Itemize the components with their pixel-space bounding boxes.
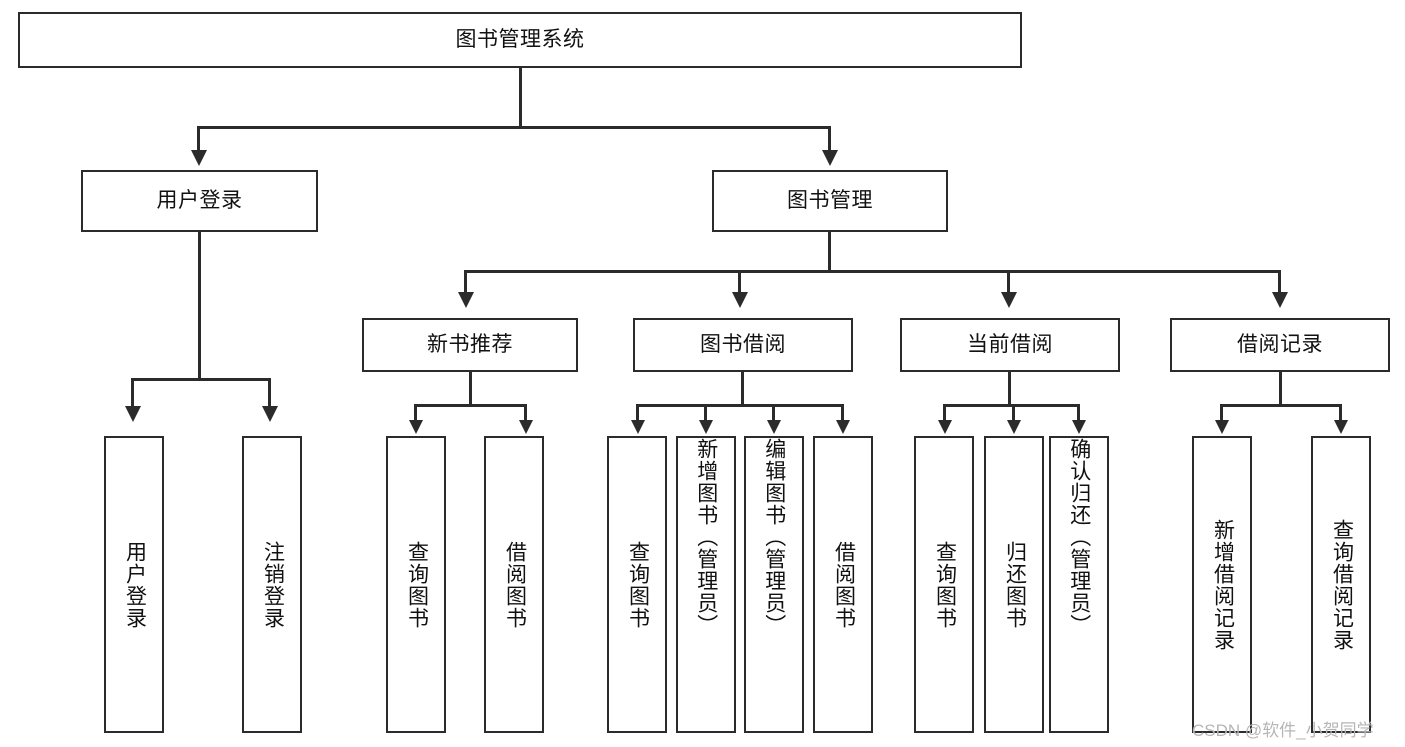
- connector-user-login-drop-1: [131, 378, 134, 406]
- leaf-logout[interactable]: 注销登录: [242, 436, 302, 733]
- connector-cb-bus: [943, 404, 1080, 407]
- arrowhead-cb-leaf-3: [1072, 420, 1086, 434]
- arrowhead-bb-leaf-4: [836, 420, 850, 434]
- node-book-borrow[interactable]: 图书借阅: [633, 318, 853, 372]
- connector-bb-drop-3: [772, 404, 775, 420]
- leaf-edit-book-admin[interactable]: 编辑图书（管理员）: [744, 436, 804, 733]
- connector-bb-drop-1: [636, 404, 639, 420]
- connector-bb-stem: [741, 372, 744, 406]
- csdn-watermark: CSDN @软件_小贺同学: [1192, 721, 1374, 740]
- arrowhead-borrow-record: [1272, 292, 1288, 308]
- connector-user-login-bus: [131, 378, 270, 381]
- leaf-return-book[interactable]: 归还图书: [984, 436, 1044, 733]
- node-label: 借阅记录: [1237, 332, 1323, 356]
- connector-nbr-drop-1: [414, 404, 417, 420]
- arrowhead-book-management: [822, 150, 838, 166]
- node-label: 新书推荐: [427, 332, 513, 356]
- connector-nbr-bus: [414, 404, 527, 407]
- connector-br-stem: [1279, 372, 1282, 406]
- leaf-label: 新增借阅记录: [1211, 518, 1235, 651]
- connector-root-to-book-management: [828, 126, 831, 150]
- leaf-label: 归还图书: [1003, 540, 1027, 629]
- leaf-query-book-nbr[interactable]: 查询图书: [386, 436, 446, 733]
- arrowhead-cb-leaf-2: [1007, 420, 1021, 434]
- connector-cb-stem: [1008, 372, 1011, 406]
- connector-book-management-stem: [828, 232, 831, 272]
- arrowhead-bb-leaf-2: [699, 420, 713, 434]
- arrowhead-br-leaf-2: [1334, 420, 1348, 434]
- connector-nbr-stem: [469, 372, 472, 406]
- arrowhead-nbr-leaf-1: [409, 420, 423, 434]
- connector-bb-bus: [636, 404, 844, 407]
- node-new-book-recommend[interactable]: 新书推荐: [362, 318, 578, 372]
- node-label: 用户登录: [156, 188, 243, 212]
- connector-br-drop-2: [1339, 404, 1342, 420]
- leaf-label: 查询图书: [933, 540, 957, 629]
- connector-cb-drop-3: [1077, 404, 1080, 420]
- node-borrow-record[interactable]: 借阅记录: [1170, 318, 1390, 372]
- connector-bm-drop-3: [1007, 270, 1010, 292]
- connector-root-bus: [197, 126, 831, 129]
- leaf-label: 确认归还（管理员）: [1067, 438, 1091, 636]
- connector-book-management-bus: [464, 270, 1281, 273]
- connector-br-bus: [1220, 404, 1342, 407]
- arrowhead-user-login: [191, 150, 207, 166]
- connector-nbr-drop-2: [524, 404, 527, 420]
- leaf-label: 查询图书: [405, 540, 429, 629]
- leaf-confirm-return-admin[interactable]: 确认归还（管理员）: [1049, 436, 1109, 733]
- node-user-login[interactable]: 用户登录: [81, 170, 318, 232]
- leaf-label: 查询借阅记录: [1330, 518, 1354, 651]
- leaf-borrow-book-bb[interactable]: 借阅图书: [813, 436, 873, 733]
- arrowhead-current-borrow: [1001, 292, 1017, 308]
- node-label: 当前借阅: [967, 332, 1053, 356]
- connector-bb-drop-4: [841, 404, 844, 420]
- arrowhead-new-book-recommend: [458, 292, 474, 308]
- arrowhead-nbr-leaf-2: [519, 420, 533, 434]
- leaf-label: 借阅图书: [832, 540, 856, 629]
- connector-br-drop-1: [1220, 404, 1223, 420]
- connector-bm-drop-1: [464, 270, 467, 292]
- leaf-label: 编辑图书（管理员）: [762, 438, 786, 636]
- leaf-user-login[interactable]: 用户登录: [104, 436, 164, 733]
- leaf-label: 查询图书: [626, 540, 650, 629]
- leaf-label: 新增图书（管理员）: [694, 438, 718, 636]
- connector-user-login-stem: [198, 232, 201, 380]
- arrowhead-book-borrow: [732, 292, 748, 308]
- leaf-add-book-admin[interactable]: 新增图书（管理员）: [676, 436, 736, 733]
- connector-bb-drop-2: [704, 404, 707, 420]
- arrowhead-br-leaf-1: [1215, 420, 1229, 434]
- connector-bm-drop-2: [738, 270, 741, 292]
- node-label: 图书借阅: [700, 332, 786, 356]
- arrowhead-leaf-user-login: [125, 406, 141, 422]
- connector-root-to-user-login: [197, 126, 200, 150]
- arrowhead-bb-leaf-1: [631, 420, 645, 434]
- connector-cb-drop-2: [1012, 404, 1015, 420]
- arrowhead-bb-leaf-3: [767, 420, 781, 434]
- node-label: 图书管理: [787, 188, 873, 212]
- connector-cb-drop-1: [943, 404, 946, 420]
- node-book-management[interactable]: 图书管理: [712, 170, 948, 232]
- leaf-borrow-book-nbr[interactable]: 借阅图书: [484, 436, 544, 733]
- leaf-query-book-cb[interactable]: 查询图书: [914, 436, 974, 733]
- leaf-label: 注销登录: [261, 540, 285, 629]
- connector-bm-drop-4: [1278, 270, 1281, 292]
- leaf-label: 借阅图书: [503, 540, 527, 629]
- leaf-label: 用户登录: [123, 540, 147, 629]
- connector-user-login-drop-2: [268, 378, 271, 406]
- leaf-query-book-bb[interactable]: 查询图书: [607, 436, 667, 733]
- connector-root-stem: [519, 68, 522, 126]
- node-current-borrow[interactable]: 当前借阅: [900, 318, 1120, 372]
- arrowhead-leaf-logout: [262, 406, 278, 422]
- node-root-book-management-system[interactable]: 图书管理系统: [18, 12, 1022, 68]
- leaf-add-borrow-record[interactable]: 新增借阅记录: [1192, 436, 1252, 733]
- arrowhead-cb-leaf-1: [938, 420, 952, 434]
- node-label: 图书管理系统: [455, 27, 585, 51]
- leaf-query-borrow-record[interactable]: 查询借阅记录: [1311, 436, 1371, 733]
